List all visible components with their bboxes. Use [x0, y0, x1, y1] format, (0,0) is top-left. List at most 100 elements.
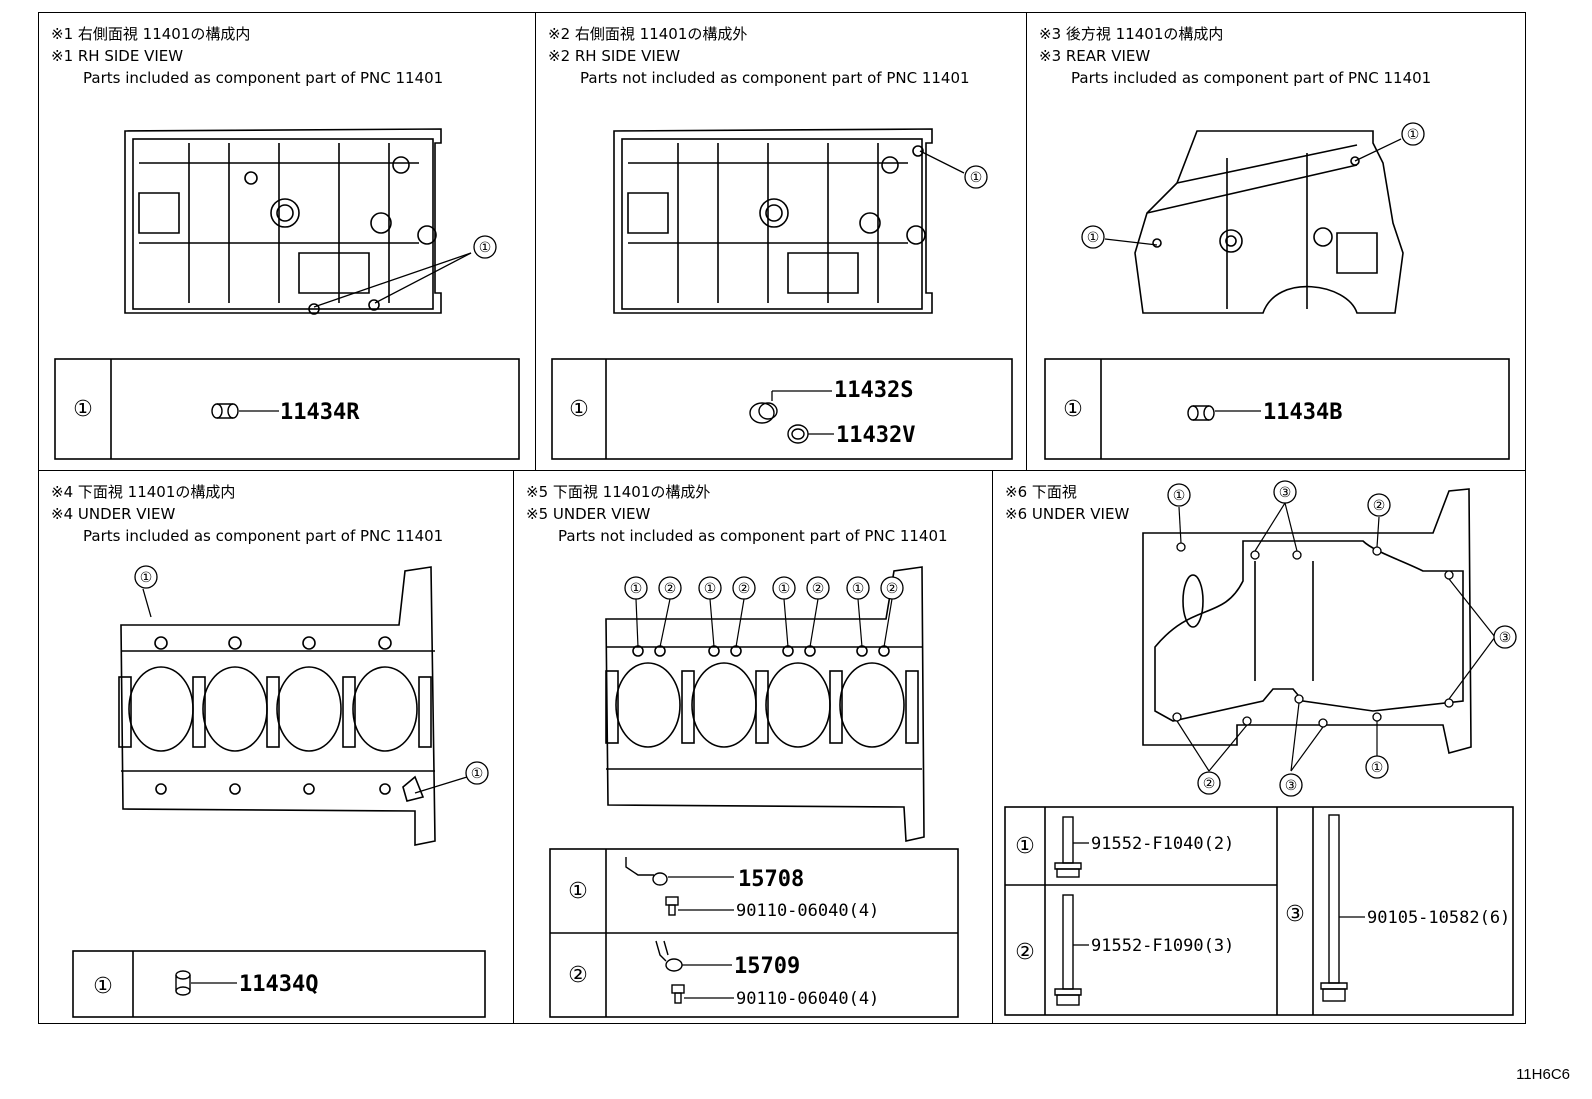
bolt-icon [1320, 814, 1348, 1002]
header-en: ※5 UNDER VIEW [526, 505, 651, 523]
callout-circle [1401, 122, 1425, 146]
callout-label: ① [471, 766, 484, 782]
row-number: ① [93, 974, 113, 999]
panel-header: ※1 右側面視 11401の構成内 ※1 RH SIDE VIEW Parts … [51, 23, 443, 89]
callout-label: ① [1371, 760, 1384, 776]
callout-circle [846, 576, 870, 600]
header-jp: ※3 後方視 11401の構成内 [1039, 25, 1224, 43]
callout-label: ① [1173, 488, 1186, 504]
panel-header: ※2 右側面視 11401の構成外 ※2 RH SIDE VIEW Parts … [548, 23, 970, 89]
callout-circle [1197, 771, 1221, 795]
callout-circle [1279, 773, 1303, 797]
panel-under-view-not-included: ※5 下面視 11401の構成外 ※5 UNDER VIEW Parts not… [513, 470, 994, 1024]
callout-label: ② [664, 581, 677, 597]
oil-jet-icon [655, 940, 683, 972]
part-number: 11434Q [239, 972, 318, 997]
oil-jet-icon [625, 857, 668, 886]
callout-circle [1365, 755, 1389, 779]
part-number: 91552-F1090(3) [1091, 936, 1234, 956]
panel-rh-side-included: ※1 右側面視 11401の構成内 ※1 RH SIDE VIEW Parts … [38, 12, 537, 472]
oil-pan-area-drawing: ① ③ ② ③ ② ③ ① [1142, 480, 1517, 797]
callout-circle [1367, 493, 1391, 517]
callout-label: ② [1373, 498, 1386, 514]
callout-circle [806, 576, 830, 600]
panel-header: ※3 後方視 11401の構成内 ※3 REAR VIEW Parts incl… [1039, 23, 1431, 89]
callout-circle [772, 576, 796, 600]
parts-table: ① 11432S 11432V [551, 358, 1013, 460]
header-jp: ※4 下面視 11401の構成内 [51, 483, 236, 501]
header-jp: ※1 右側面視 11401の構成内 [51, 25, 251, 43]
callout-label: ② [1203, 776, 1216, 792]
callout-label: ① [479, 240, 492, 256]
header-jp: ※2 右側面視 11401の構成外 [548, 25, 748, 43]
callout-label: ② [738, 581, 751, 597]
callout-circle [1081, 225, 1105, 249]
figure-code: 11H6C6 [1516, 1066, 1570, 1083]
parts-table: ① 11434Q [72, 950, 486, 1018]
panel-under-view-included: ※4 下面視 11401の構成内 ※4 UNDER VIEW Parts inc… [38, 470, 515, 1024]
panel-header: ※5 下面視 11401の構成外 ※5 UNDER VIEW Parts not… [526, 481, 948, 547]
dowel-pin-icon [175, 970, 191, 996]
header-en: ※4 UNDER VIEW [51, 505, 176, 523]
callout-label: ① [630, 581, 643, 597]
panel-under-view-bolts: ※6 下面視 ※6 UNDER VIEW ① ③ [992, 470, 1526, 1024]
parts-table: ① 11434B [1044, 358, 1510, 460]
row-number: ① [73, 397, 93, 422]
rh-side-block-drawing: ① [124, 128, 497, 315]
part-number: 15708 [738, 867, 804, 892]
bolt-icon [1054, 816, 1082, 878]
row-number: ① [568, 879, 588, 904]
callout-circle [658, 576, 682, 600]
bolt-icon [665, 896, 679, 916]
callout-label: ① [970, 170, 983, 186]
callout-label: ① [1407, 127, 1420, 143]
part-number: 11434B [1263, 400, 1342, 425]
header-note: Parts included as component part of PNC … [1071, 69, 1432, 87]
header-en: ※6 UNDER VIEW [1005, 505, 1130, 523]
seal-ring-icon [787, 424, 809, 444]
header-jp: ※5 下面視 11401の構成外 [526, 483, 711, 501]
callout-label: ① [704, 581, 717, 597]
row-number: ③ [1285, 902, 1305, 927]
part-number: 11434R [280, 400, 360, 425]
row-number: ① [1015, 834, 1035, 859]
panel-header: ※4 下面視 11401の構成内 ※4 UNDER VIEW Parts inc… [51, 481, 443, 547]
callout-label: ③ [1499, 630, 1512, 646]
callout-circle [465, 761, 489, 785]
callout-circle [732, 576, 756, 600]
callout-label: ① [140, 570, 153, 586]
callout-circle [1493, 625, 1517, 649]
bolt-icon [1054, 894, 1082, 1006]
callout-label: ③ [1279, 485, 1292, 501]
header-en: ※1 RH SIDE VIEW [51, 47, 184, 65]
callout-circle [964, 165, 988, 189]
part-number: 11432V [836, 423, 915, 448]
part-number: 90110-06040(4) [736, 989, 879, 1009]
header-jp: ※6 下面視 [1005, 483, 1077, 501]
callout-label: ① [1087, 230, 1100, 246]
under-view-block-drawing: ① ② ① ② ① ② ① ② [605, 566, 925, 842]
callout-label: ③ [1285, 778, 1298, 794]
dowel-pin-icon [211, 403, 239, 419]
row-number: ② [1015, 940, 1035, 965]
header-note: Parts included as component part of PNC … [83, 69, 444, 87]
bolt-icon [671, 984, 685, 1004]
header-note: Parts included as component part of PNC … [83, 527, 444, 545]
dowel-pin-icon [1187, 405, 1215, 421]
callout-circle [698, 576, 722, 600]
header-note: Parts not included as component part of … [558, 527, 948, 545]
part-number: 11432S [834, 378, 913, 403]
rear-block-drawing: ① ① [1081, 122, 1425, 314]
part-number: 90110-06040(4) [736, 901, 879, 921]
callout-circle [473, 235, 497, 259]
under-view-block-drawing: ① ① [118, 565, 489, 846]
parts-table: ① 11434R [54, 358, 520, 460]
callout-label: ② [886, 581, 899, 597]
header-en: ※3 REAR VIEW [1039, 47, 1151, 65]
row-number: ② [568, 963, 588, 988]
header-en: ※2 RH SIDE VIEW [548, 47, 681, 65]
parts-table: ① ② ③ 91552-F1040(2) 91552-F1090(3) 9010… [1004, 806, 1514, 1016]
part-number: 15709 [734, 954, 800, 979]
callout-label: ① [852, 581, 865, 597]
callout-circle [134, 565, 158, 589]
